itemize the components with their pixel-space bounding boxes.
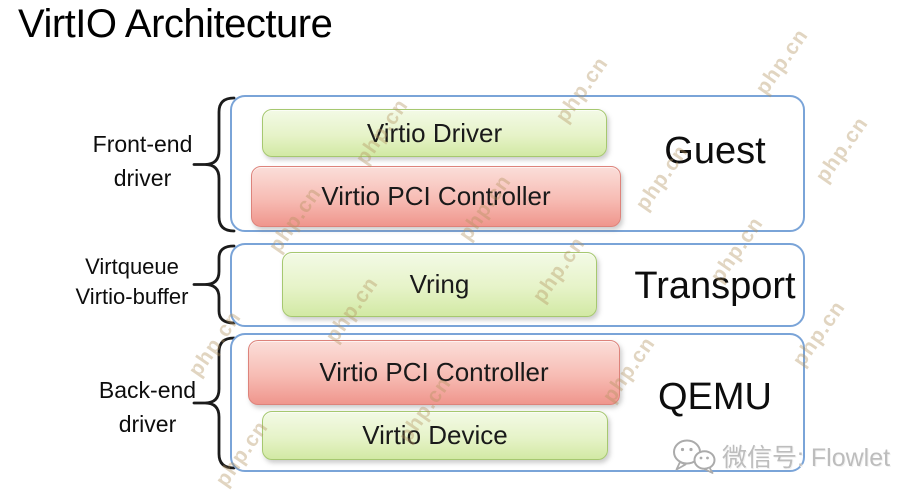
wechat-footer: 微信号: Flowlet <box>672 438 890 474</box>
virtio-driver-block: Virtio Driver <box>262 109 607 157</box>
php-cn-watermark: php.cn <box>751 24 813 99</box>
virtio-pci-controller-qemu-block: Virtio PCI Controller <box>248 340 620 405</box>
page-title: VirtIO Architecture <box>18 2 333 46</box>
side-label-line: driver <box>118 411 177 437</box>
side-label-line: Virtqueue <box>85 254 179 279</box>
side-label-line: Front-end <box>92 131 193 157</box>
side-label-line: Back-end <box>98 377 197 403</box>
back-end-brace <box>192 336 236 470</box>
guest-label: Guest <box>664 130 766 172</box>
front-end-driver-label: Front-end driver <box>60 127 225 195</box>
php-cn-watermark: php.cn <box>811 112 873 187</box>
front-end-brace <box>192 96 236 233</box>
side-label-line: Virtio-buffer <box>75 284 189 309</box>
back-end-driver-label: Back-end driver <box>65 373 230 441</box>
transport-label: Transport <box>634 265 796 307</box>
wechat-id-text: 微信号: Flowlet <box>722 444 891 472</box>
qemu-label: QEMU <box>658 376 772 418</box>
wechat-icon <box>673 439 716 474</box>
virtio-device-block: Virtio Device <box>262 411 608 460</box>
virtqueue-brace <box>192 244 236 325</box>
virtqueue-buffer-label: Virtqueue Virtio-buffer <box>42 252 222 312</box>
vring-block: Vring <box>282 252 597 317</box>
virtio-pci-controller-guest-block: Virtio PCI Controller <box>251 166 621 227</box>
side-label-line: driver <box>113 165 172 191</box>
